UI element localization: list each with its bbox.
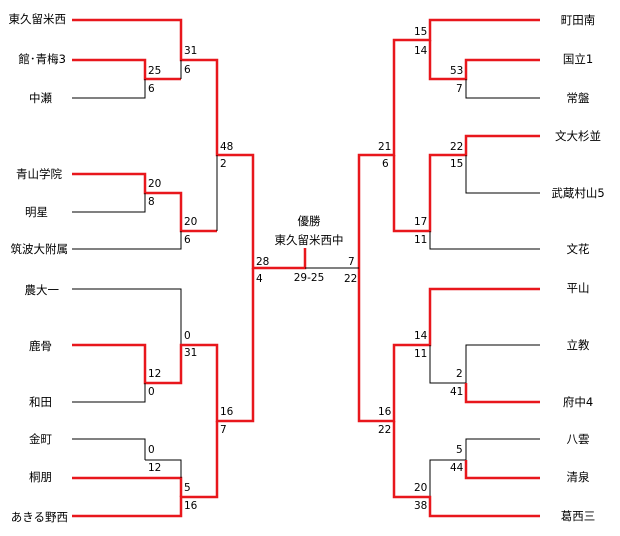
match-score: 6: [184, 234, 191, 246]
bracket-path: [72, 231, 182, 250]
match-score: 0: [184, 330, 191, 342]
team-right-3: 常盤: [566, 91, 590, 105]
winner-path: [428, 40, 540, 81]
bracket-path: [429, 231, 540, 250]
team-left-4: 青山学院: [16, 167, 62, 181]
winner-path: [72, 268, 255, 423]
team-left-8: 鹿骨: [29, 339, 52, 353]
match-score: 2: [456, 368, 463, 380]
match-score: 11: [414, 348, 428, 360]
match-score: 8: [148, 196, 155, 208]
match-score: 7: [456, 83, 463, 95]
winner-path: [464, 383, 540, 404]
team-left-9: 和田: [29, 395, 52, 409]
match-score: 44: [450, 462, 464, 474]
winner-path: [357, 18, 540, 268]
team-left-11: 桐朋: [29, 470, 52, 484]
team-left-7: 農大一: [24, 283, 60, 297]
match-score: 7: [220, 424, 227, 436]
team-left-6: 筑波大附属: [10, 242, 69, 256]
match-score: 16: [378, 406, 392, 418]
team-right-4: 文大杉並: [555, 129, 601, 143]
match-score: 20: [414, 482, 428, 494]
bracket-path: [465, 79, 540, 99]
winner-path: [464, 460, 540, 480]
match-score: 15: [414, 26, 428, 38]
champion-title: 優勝: [297, 214, 321, 228]
bracket-path: [72, 193, 146, 213]
winner-path: [72, 476, 183, 497]
final-score-left: 28: [256, 256, 270, 268]
match-score: 17: [414, 216, 428, 228]
bracket-path: [145, 459, 182, 478]
match-score: 38: [414, 500, 428, 512]
match-score: 6: [148, 83, 155, 95]
match-score: 31: [184, 45, 198, 57]
match-score: 14: [414, 45, 428, 57]
winner-path: [72, 421, 219, 518]
match-score: 5: [184, 482, 191, 494]
match-score: 48: [220, 141, 234, 153]
winner-path: [72, 58, 181, 81]
match-score: 11: [414, 234, 428, 246]
team-right-9: 府中4: [562, 395, 594, 409]
bracket-path: [465, 155, 540, 194]
team-right-10: 八雲: [566, 432, 590, 446]
team-right-5: 武蔵村山5: [551, 186, 605, 200]
match-score: 16: [220, 406, 234, 418]
match-score: 16: [184, 500, 198, 512]
match-score: 5: [456, 444, 463, 456]
winner-path: [392, 134, 540, 233]
match-score: 14: [414, 330, 428, 342]
match-score: 15: [450, 158, 464, 170]
team-left-12: あきる野西: [10, 510, 68, 524]
team-right-6: 文花: [566, 242, 590, 256]
team-left-5: 明星: [25, 205, 48, 219]
match-score: 6: [382, 158, 389, 170]
final-score-right-b: 22: [344, 273, 358, 285]
team-right-1: 町田南: [560, 13, 596, 27]
match-score: 12: [148, 462, 162, 474]
team-right-7: 平山: [566, 281, 590, 295]
team-right-12: 葛西三: [560, 509, 596, 523]
winner-path: [72, 172, 217, 233]
bracket-path: [429, 344, 540, 384]
match-score: 41: [450, 386, 464, 398]
bracket-path: [72, 438, 146, 460]
match-score: 53: [450, 65, 464, 77]
bracket-path: [429, 438, 540, 497]
final-score: 29-25: [293, 272, 325, 284]
match-score: 12: [148, 368, 162, 380]
match-score: 2: [220, 158, 227, 170]
bracket-path: [72, 79, 146, 99]
match-score: 31: [184, 347, 198, 359]
final-score-left-b: 4: [256, 273, 263, 285]
team-left-2: 館･青梅3: [18, 52, 66, 66]
match-score: 6: [184, 64, 191, 76]
match-score: 0: [148, 444, 155, 456]
team-right-2: 国立1: [562, 52, 594, 66]
team-right-11: 清泉: [566, 470, 590, 484]
team-left-10: 金町: [29, 432, 52, 446]
match-score: 22: [378, 424, 392, 436]
champion-name: 東久留米西中: [274, 233, 344, 247]
team-left-3: 中瀬: [29, 91, 52, 105]
bracket-path: [72, 288, 182, 345]
match-score: 25: [148, 65, 162, 77]
match-score: 22: [450, 141, 464, 153]
match-score: 21: [378, 141, 392, 153]
team-left-1: 東久留米西: [8, 12, 67, 26]
winner-path: [392, 421, 540, 518]
winner-path: [357, 268, 540, 423]
bracket-path: [72, 383, 146, 403]
match-score: 20: [148, 178, 162, 190]
match-score: 20: [184, 216, 198, 228]
match-score: 0: [148, 386, 155, 398]
final-score-right: 7: [348, 256, 355, 268]
team-right-8: 立教: [566, 338, 590, 352]
